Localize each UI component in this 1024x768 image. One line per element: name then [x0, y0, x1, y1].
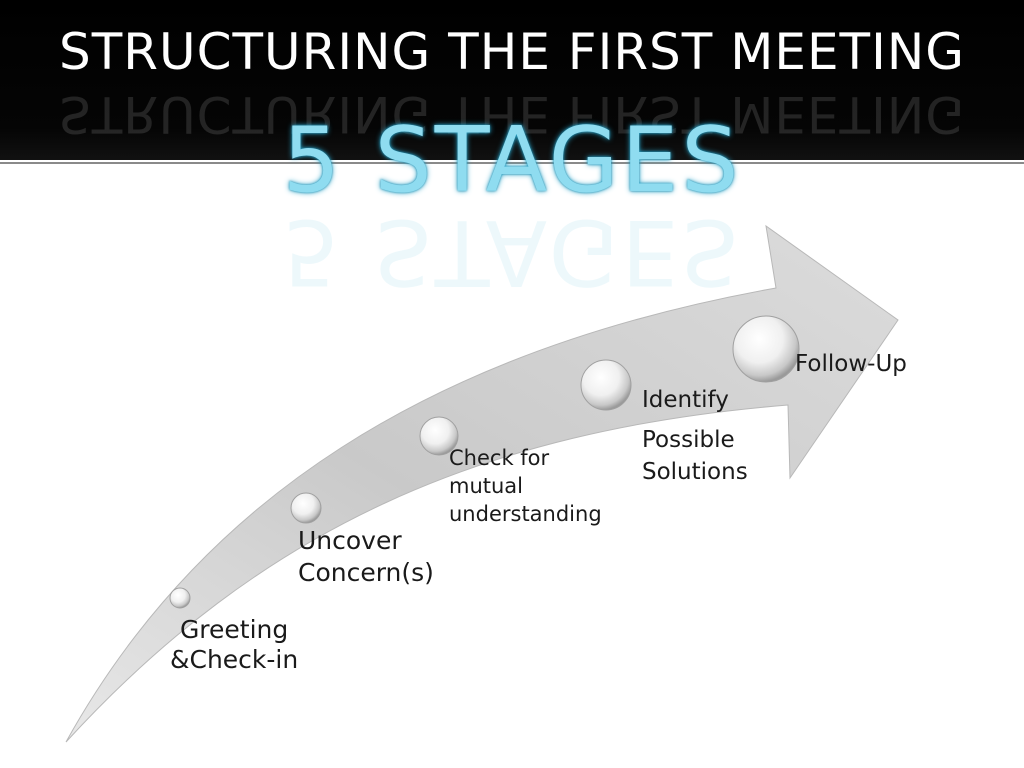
stage-marker-2 [290, 492, 322, 524]
stage-4-label-spacer [642, 416, 748, 424]
header-divider [0, 162, 1024, 164]
stage-marker-4 [580, 359, 632, 411]
stage-4-label-line-3: Solutions [642, 459, 748, 485]
slide-subtitle: 5 STAGES [282, 108, 742, 213]
stage-2-label-line-1: Uncover [298, 526, 402, 555]
stage-4-label-line-1: Identify [642, 387, 729, 413]
stage-3-label: Check for mutual understanding [449, 444, 602, 528]
stage-1-label-line-2: &Check-in [170, 645, 299, 674]
stage-marker-1 [169, 587, 191, 609]
stage-5-label-line-1: Follow-Up [795, 351, 907, 377]
stage-4-label-line-2: Possible [642, 427, 735, 453]
stage-1-label-line-1: Greeting [179, 615, 289, 644]
stage-marker-3 [419, 416, 459, 456]
stage-4-label: Identify Possible Solutions [642, 384, 748, 488]
stage-3-label-line-1: Check for [449, 446, 550, 470]
curved-arrow-shape [65, 224, 899, 743]
stage-3-label-line-3: understanding [449, 502, 602, 526]
stage-markers [169, 315, 800, 609]
header-band [0, 0, 1024, 160]
stage-1-label: Greeting &Check-in [170, 615, 298, 675]
stage-2-label-line-2: Concern(s) [298, 558, 434, 587]
stage-5-label: Follow-Up [795, 349, 907, 379]
stage-marker-5 [732, 315, 800, 383]
slide-title: STRUCTURING THE FIRST MEETING [58, 23, 965, 81]
stage-2-label: Uncover Concern(s) [298, 525, 434, 589]
stage-3-label-line-2: mutual [449, 474, 524, 498]
